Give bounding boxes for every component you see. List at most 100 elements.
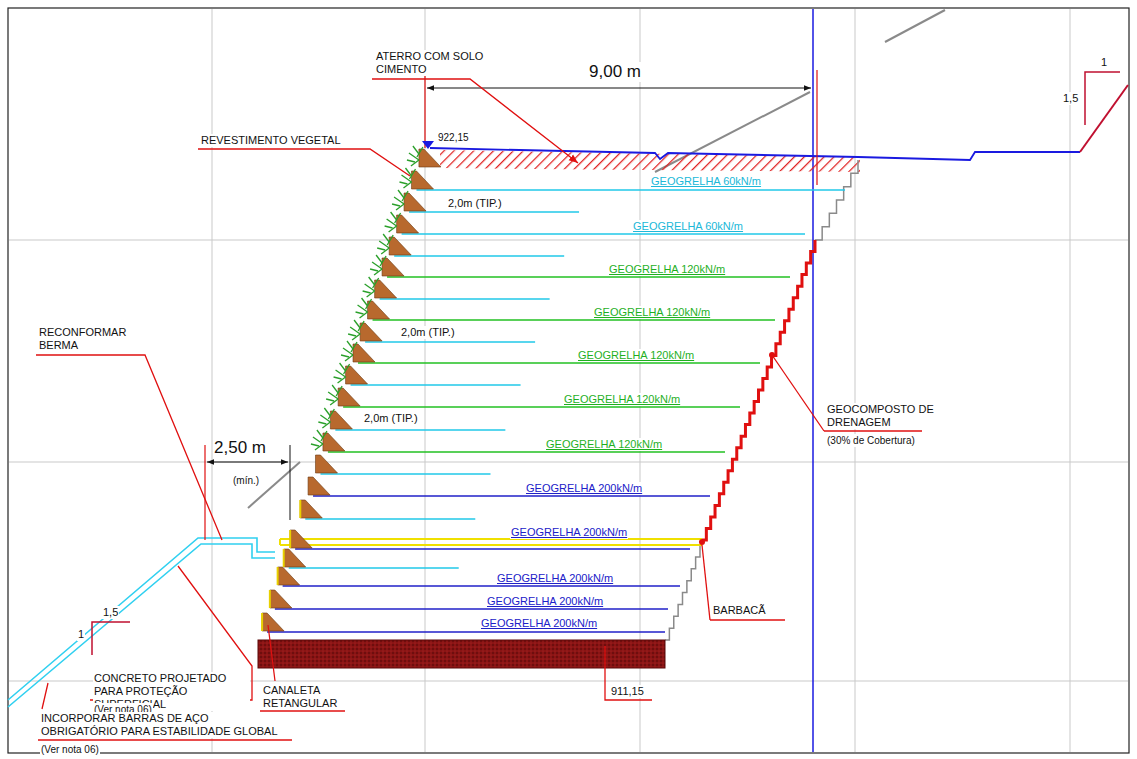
geogrid-layer [305, 518, 475, 519]
face-block [382, 258, 404, 276]
leader-line [198, 149, 410, 176]
drawing-frame [8, 8, 1129, 753]
geogrid-layer [351, 384, 521, 385]
vegetation [398, 190, 404, 198]
vegetation [354, 320, 360, 328]
leader-line [772, 355, 824, 431]
slope-ratio: 1,5 [1062, 92, 1079, 105]
vegetation [334, 377, 342, 379]
slope-symbol [92, 72, 1120, 655]
vegetation [407, 160, 415, 162]
leader-line [824, 430, 922, 431]
vegetation [377, 248, 385, 250]
back-boundary [665, 545, 700, 640]
vegetation [413, 146, 419, 154]
leader-line [769, 352, 775, 358]
slope-ratio: 1,5 [102, 606, 119, 619]
back-boundary [815, 160, 858, 240]
foundation-block [258, 640, 665, 668]
leader-line [42, 683, 48, 709]
vegetation [363, 291, 371, 293]
callout-text: BARBACÃ [712, 604, 767, 617]
vegetation [332, 385, 338, 393]
slope-ratio: 1 [1100, 56, 1108, 69]
foundation-block [258, 640, 665, 668]
dimension-line [424, 72, 425, 148]
leader-line [710, 619, 785, 620]
vegetation [385, 226, 393, 228]
face-block [284, 549, 306, 567]
leader-line [268, 625, 275, 681]
face-block [346, 366, 368, 384]
callout-text: CANALETA RETANGULAR [262, 684, 354, 710]
geogrid-label: GEOGRELHA 200kN/m [525, 482, 643, 495]
grid-line [9, 9, 1128, 752]
geogrid-label: GEOGRELHA 60kN/m [650, 175, 762, 188]
face-block [283, 549, 285, 567]
face-block [375, 280, 397, 298]
grid-line [855, 9, 856, 752]
leader-line [605, 646, 652, 700]
grid-line [9, 462, 1128, 463]
face-block [411, 171, 433, 189]
face-block [299, 500, 301, 518]
leader-line [36, 355, 222, 540]
geogrid-layer [335, 429, 505, 430]
dimension-text: 9,00 m [588, 62, 642, 82]
dimension-line [816, 70, 817, 185]
soil-cement-fill [1080, 85, 1128, 152]
face-block [290, 530, 312, 548]
face-block [277, 567, 279, 585]
vegetation [391, 212, 397, 220]
drain-pipe [280, 539, 702, 545]
soil-cement-fill [430, 148, 1080, 160]
face-block [419, 149, 441, 167]
geogrid-label: GEOGRELHA 200kN/m [486, 595, 604, 608]
face-block [330, 411, 352, 429]
dimension-line [204, 445, 205, 540]
slope-symbol [92, 622, 130, 655]
face-block [353, 344, 375, 362]
geogrid-layer [402, 233, 805, 235]
face-block [360, 323, 382, 341]
construction-line [248, 10, 945, 508]
dimension-line [422, 141, 434, 149]
elevation-text: 922,15 [437, 131, 470, 144]
back-boundary [702, 240, 815, 540]
geogrid-layer [283, 585, 680, 587]
callout-text: REVESTIMENTO VEGETAL [200, 134, 342, 147]
face-block [368, 301, 390, 319]
callout-note: (Ver nota 06) [40, 743, 100, 756]
drain-pipe [280, 544, 702, 546]
vegetation [399, 182, 407, 184]
geogrid-layer [295, 548, 690, 550]
geogrid-label: GEOGRELHA 120kN/m [545, 438, 663, 451]
drain-pipe [280, 538, 702, 540]
leader-line [38, 739, 292, 740]
geogrid-layer [275, 608, 668, 610]
geogrid-layer [320, 473, 490, 474]
vegetation [369, 277, 375, 285]
vegetation [370, 269, 378, 271]
leader-line [372, 79, 578, 163]
dimension-line [427, 88, 811, 89]
geogrid-label: GEOGRELHA 120kN/m [608, 263, 726, 276]
geogrid-layer [416, 189, 845, 191]
geogrid-layer [394, 255, 564, 256]
geogrid-label: GEOGRELHA 120kN/m [593, 306, 711, 319]
spacing-text: 2,0m (TIP.) [447, 197, 503, 210]
face-block [262, 149, 441, 631]
grid-line [212, 9, 213, 752]
vegetation [326, 399, 334, 401]
vegetation [317, 430, 323, 438]
callout-text: INCORPORAR BARRAS DE AÇO OBRIGATÓRIO PAR… [40, 712, 287, 738]
geogrid-layer [289, 567, 459, 568]
leader-line [699, 539, 705, 545]
dimension-note: (mín.) [232, 474, 260, 487]
face-block [315, 455, 337, 473]
face-block [270, 590, 292, 608]
drawing-frame [8, 8, 1129, 753]
face-block [389, 237, 411, 255]
